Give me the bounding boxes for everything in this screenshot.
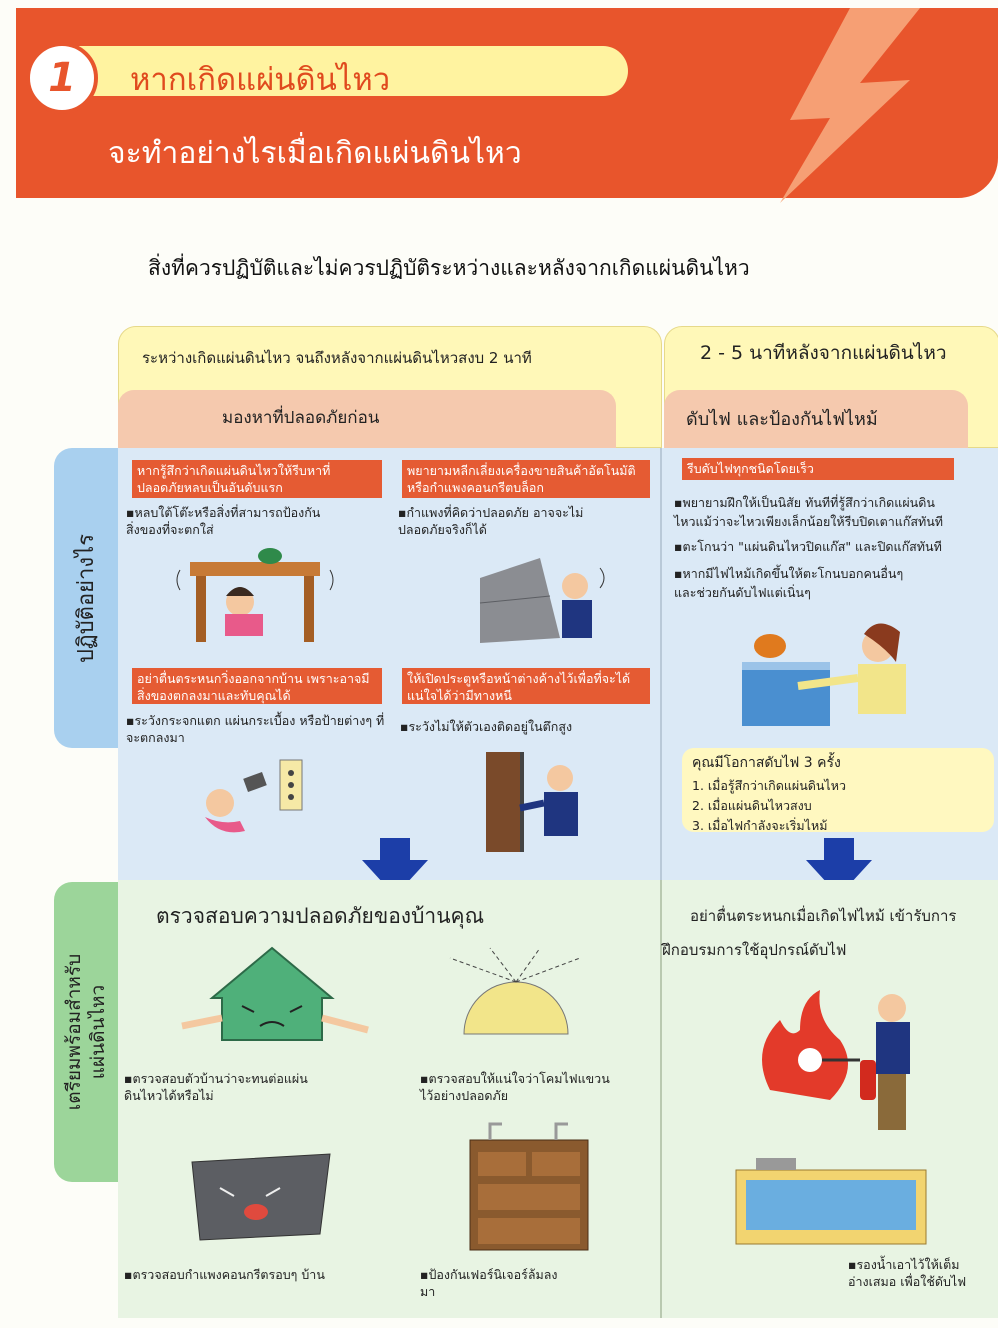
bathtub-illustration: [735, 1158, 927, 1245]
chances-box: [682, 748, 994, 832]
hanging-lamp-illustration: [449, 947, 581, 1035]
lightning-icon: [780, 8, 920, 203]
practice-side-label: ปฏิบัติอย่างไร: [74, 533, 100, 663]
during-heading: มองหาที่ปลอดภัยก่อน: [222, 408, 380, 428]
prepare-item-1: ▪ตรวจสอบตัวบ้านว่าจะทนต่อแผ่นดินไหวได้หร…: [124, 1071, 308, 1103]
section-number: 1: [26, 42, 98, 114]
wall-collapse-illustration: [479, 558, 605, 643]
prepare-heading: ตรวจสอบความปลอดภัยของบ้านคุณ: [156, 904, 485, 928]
prepare-divider: [660, 880, 662, 1318]
stove-illustration: [742, 623, 906, 726]
during-box-1: หากรู้สึกว่าเกิดแผ่นดินไหวให้รีบหาที่ปลอ…: [132, 460, 382, 498]
after-time-label: 2 - 5 นาทีหลังจากแผ่นดินไหว: [700, 342, 947, 364]
page-subtitle: จะทำอย่างไรเมื่อเกิดแผ่นดินไหว: [108, 136, 522, 171]
bathtub-note: ▪รองน้ำเอาไว้ให้เต็มอ่างเสมอ เพื่อใช้ดับ…: [848, 1257, 967, 1289]
after-bullet-4: ▪หากมีไฟไหม้เกิดขึ้นให้ตะโกนบอกคนอื่นๆ: [674, 566, 904, 581]
during-bullet-2: ▪กำแพงที่คิดว่าปลอดภัย อาจจะไม่ปลอดภัยจร…: [398, 505, 584, 537]
during-box-4: ให้เปิดประตูหรือหน้าต่างค้างไว้เพื่อที่จ…: [402, 668, 650, 704]
chance-3: 3. เมื่อไฟกำลังจะเริ่มไหม้: [692, 818, 828, 833]
during-box-3: อย่าตื่นตระหนกวิ่งออกจากบ้าน เพราะอาจมีส…: [132, 668, 382, 704]
after-bullet-3: ▪ตะโกนว่า "แผ่นดินไหวปิดแก๊ส" และปิดแก๊ส…: [674, 539, 942, 554]
fire-training-line-1: อย่าตื่นตระหนกเมื่อเกิดไฟไหม้ เข้ารับการ: [690, 907, 957, 925]
concrete-wall-illustration: [191, 1153, 331, 1241]
down-arrow-right-icon: [806, 838, 872, 896]
table-hiding-illustration: [176, 548, 334, 642]
section-title: สิ่งที่ควรปฏิบัติและไม่ควรปฏิบัติระหว่าง…: [148, 256, 750, 280]
down-arrow-left-icon: [362, 838, 428, 896]
title-pill: [48, 46, 628, 96]
during-bullet-3: ▪ระวังกระจกแตก แผ่นกระเบื้อง หรือป้ายต่า…: [126, 713, 385, 745]
fire-extinguisher-illustration: [762, 990, 910, 1130]
chance-2: 2. เมื่อแผ่นดินไหวสงบ: [692, 798, 812, 813]
after-bullet-2: ไหวแม้ว่าจะไหวเพียงเล็กน้อยให้รีบปิดเตาแ…: [674, 514, 944, 529]
during-bullet-1: ▪หลบใต้โต๊ะหรือสิ่งที่สามารถป้องกันสิ่งข…: [126, 505, 321, 537]
prepare-side-tab: เตรียมพร้อมสำหรับ แผ่นดินไหว: [54, 882, 118, 1182]
falling-objects-illustration: [205, 759, 303, 833]
chances-title: คุณมีโอกาสดับไฟ 3 ครั้ง: [692, 755, 841, 771]
during-bullet-4: ▪ระวังไม่ให้ตัวเองติดอยู่ในตึกสูง: [400, 719, 573, 734]
after-bullet-1: ▪พยายามฝึกให้เป็นนิสัย ทันทีที่รู้สึกว่า…: [674, 495, 935, 510]
open-door-illustration: [486, 752, 578, 852]
during-heading-bg: [118, 390, 616, 448]
house-illustration: [181, 946, 369, 1041]
prepare-item-3: ▪ตรวจสอบกำแพงคอนกรีตรอบๆ บ้าน: [124, 1267, 325, 1282]
during-box-2: พยายามหลีกเลี่ยงเครื่องขายสินค้าอัตโนมัต…: [402, 460, 650, 498]
practice-side-tab: ปฏิบัติอย่างไร: [54, 448, 118, 748]
prepare-item-4: ▪ป้องกันเฟอร์นิเจอร์ล้มลงมา: [420, 1267, 558, 1299]
prepare-item-2: ▪ตรวจสอบให้แน่ใจว่าโคมไฟแขวนไว้อย่างปลอด…: [420, 1071, 610, 1103]
page-title: หากเกิดแผ่นดินไหว: [130, 62, 391, 98]
prepare-side-label-2: แผ่นดินไหว: [87, 984, 110, 1080]
after-bullet-5: และช่วยกันดับไฟแต่เนิ่นๆ: [674, 585, 811, 600]
chance-1: 1. เมื่อรู้สึกว่าเกิดแผ่นดินไหว: [692, 778, 846, 793]
furniture-illustration: [469, 1122, 589, 1251]
after-heading: ดับไฟ และป้องกันไฟไหม้: [686, 409, 878, 430]
after-box: รีบดับไฟทุกชนิดโดยเร็ว: [682, 458, 954, 480]
prepare-side-label-1: เตรียมพร้อมสำหรับ: [63, 953, 86, 1111]
during-time-label: ระหว่างเกิดแผ่นดินไหว จนถึงหลังจากแผ่นดิ…: [142, 349, 532, 367]
fire-training-line-2: ฝึกอบรมการใช้อุปกรณ์ดับไฟ: [662, 941, 847, 959]
after-heading-bg: [664, 390, 968, 448]
